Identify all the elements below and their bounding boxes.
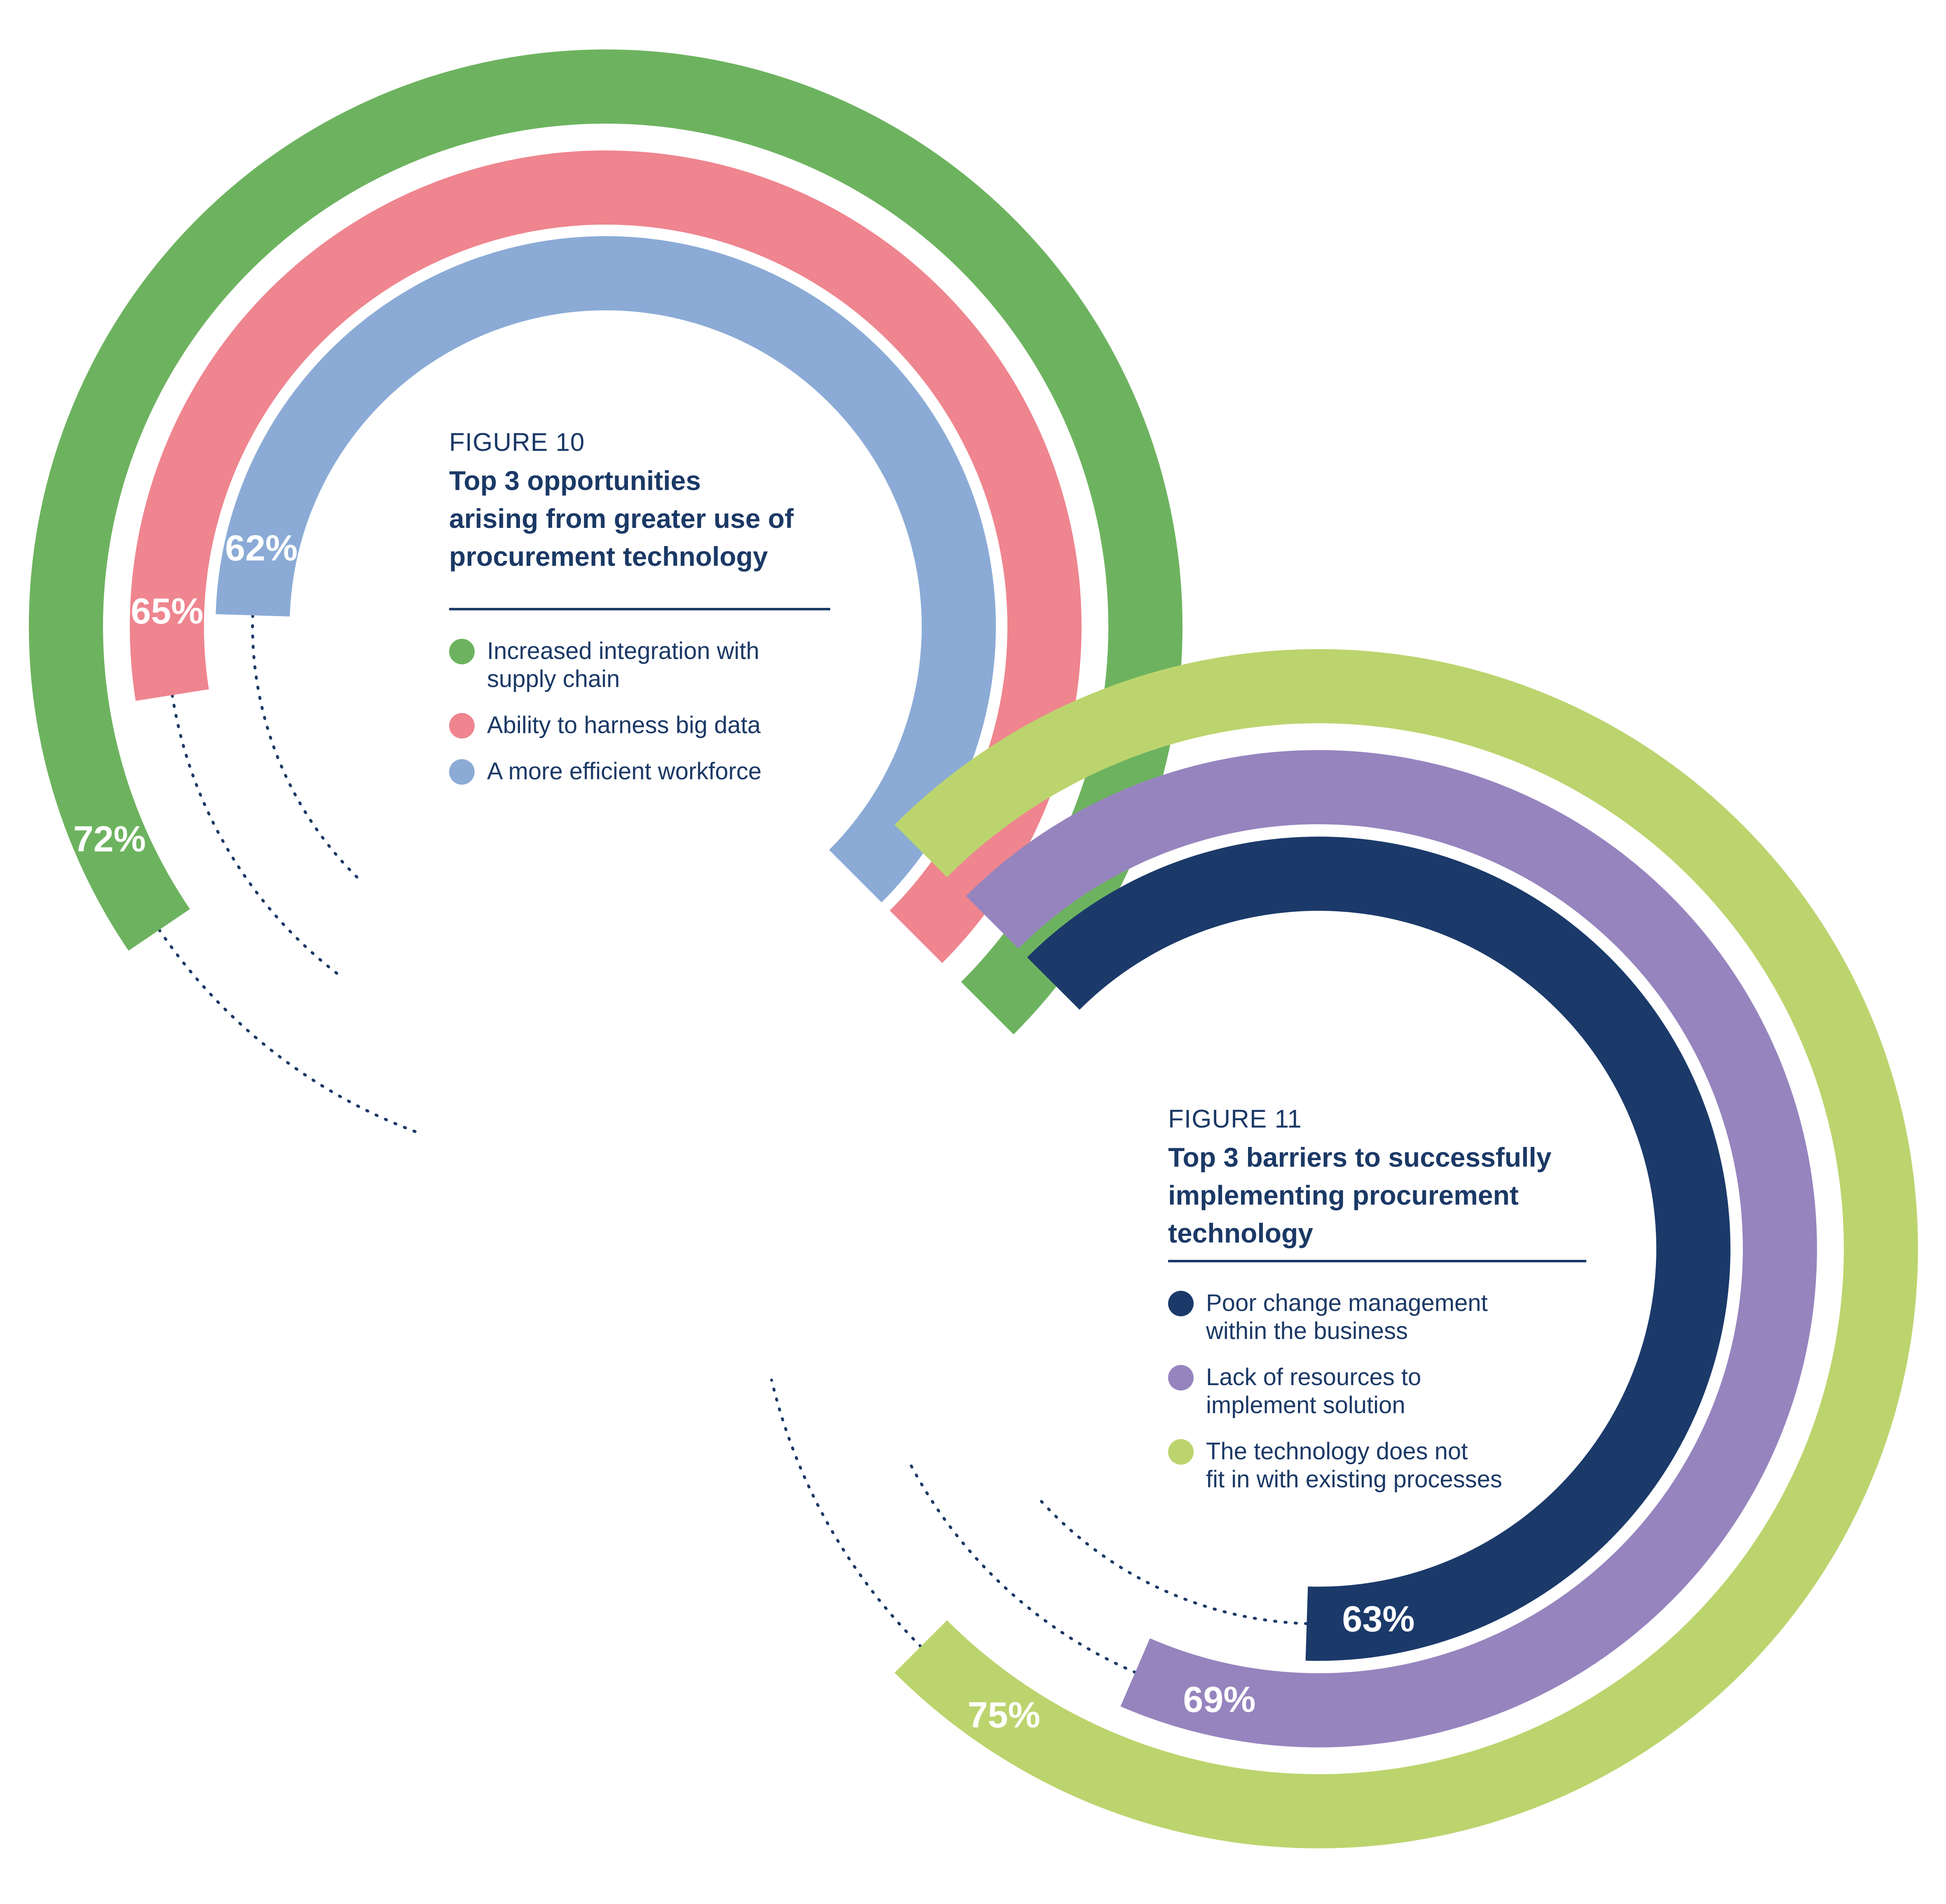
figure-10-label: FIGURE 10 [449, 428, 585, 457]
legend-text-line: within the business [1206, 1318, 1408, 1344]
dotted-guide [908, 1461, 1137, 1674]
value-label-1: 72% [73, 818, 146, 859]
legend-swatch [449, 639, 475, 664]
legend-text-line: Lack of resources to [1206, 1364, 1421, 1390]
radial-bar-1 [28, 49, 1183, 1034]
legend-text-line: fit in with existing processes [1206, 1466, 1502, 1493]
legend-swatch [449, 713, 475, 739]
radial-bar-1 [1027, 837, 1731, 1661]
figure-11-legend: Poor change management within the busine… [1168, 1289, 1564, 1512]
figure-10-title-line: arising from greater use of [449, 503, 794, 534]
legend-swatch [1168, 1439, 1194, 1465]
legend-item: Increased integration with supply chain [449, 637, 845, 693]
legend-swatch [1168, 1291, 1194, 1316]
legend-item: The technology does not fit in with exis… [1168, 1437, 1564, 1494]
legend-swatch [449, 759, 475, 785]
value-label-3: 62% [225, 528, 297, 568]
legend-text-line: Increased integration with [487, 638, 759, 664]
radial-bar-3 [895, 649, 1918, 1848]
figure-10-legend: Increased integration with supply chain … [449, 637, 845, 804]
figure-11-title-line: Top 3 barriers to successfully [1168, 1142, 1552, 1172]
radial-bar-2 [130, 150, 1082, 963]
figure-11-chart: 63% 69% 75% [770, 649, 1918, 1848]
figure-11-title-line: technology [1168, 1218, 1314, 1248]
dotted-guide [770, 1379, 923, 1648]
value-label-1: 63% [1342, 1598, 1414, 1639]
figure-11-label: FIGURE 11 [1168, 1105, 1302, 1133]
dotted-guide [251, 614, 362, 882]
figure-10-divider [449, 608, 830, 610]
legend-item: Lack of resources to implement solution [1168, 1363, 1564, 1419]
figure-10-chart: 72% 65% 62% [28, 49, 1183, 1134]
legend-swatch [1168, 1365, 1194, 1390]
legend-item: Ability to harness big data [449, 711, 845, 739]
legend-text-line: implement solution [1206, 1392, 1405, 1419]
legend-text-line: supply chain [487, 666, 620, 692]
value-label-2: 69% [1183, 1679, 1255, 1720]
figure-11-title-line: implementing procurement [1168, 1180, 1519, 1210]
figure-11-title: Top 3 barriers to successfully implement… [1168, 1138, 1551, 1252]
legend-text-line: Ability to harness big data [487, 712, 761, 739]
radial-bar-2 [966, 750, 1817, 1747]
figure-10-title-line: procurement technology [449, 541, 768, 572]
dotted-guide [171, 694, 344, 979]
dotted-guide [1036, 1496, 1308, 1625]
radial-bar-3 [215, 236, 996, 903]
legend-text-line: The technology does not [1206, 1438, 1468, 1465]
value-label-3: 75% [968, 1695, 1040, 1735]
legend-text-line: A more efficient workforce [487, 758, 762, 785]
figure-10-title: Top 3 opportunities arising from greater… [449, 462, 794, 575]
value-label-2: 65% [131, 591, 204, 631]
figure-11-divider [1168, 1260, 1586, 1262]
legend-item: A more efficient workforce [449, 757, 845, 786]
legend-text-line: Poor change management [1206, 1290, 1488, 1316]
dotted-guide [158, 928, 418, 1134]
legend-item: Poor change management within the busine… [1168, 1289, 1564, 1345]
figure-10-title-line: Top 3 opportunities [449, 465, 701, 496]
